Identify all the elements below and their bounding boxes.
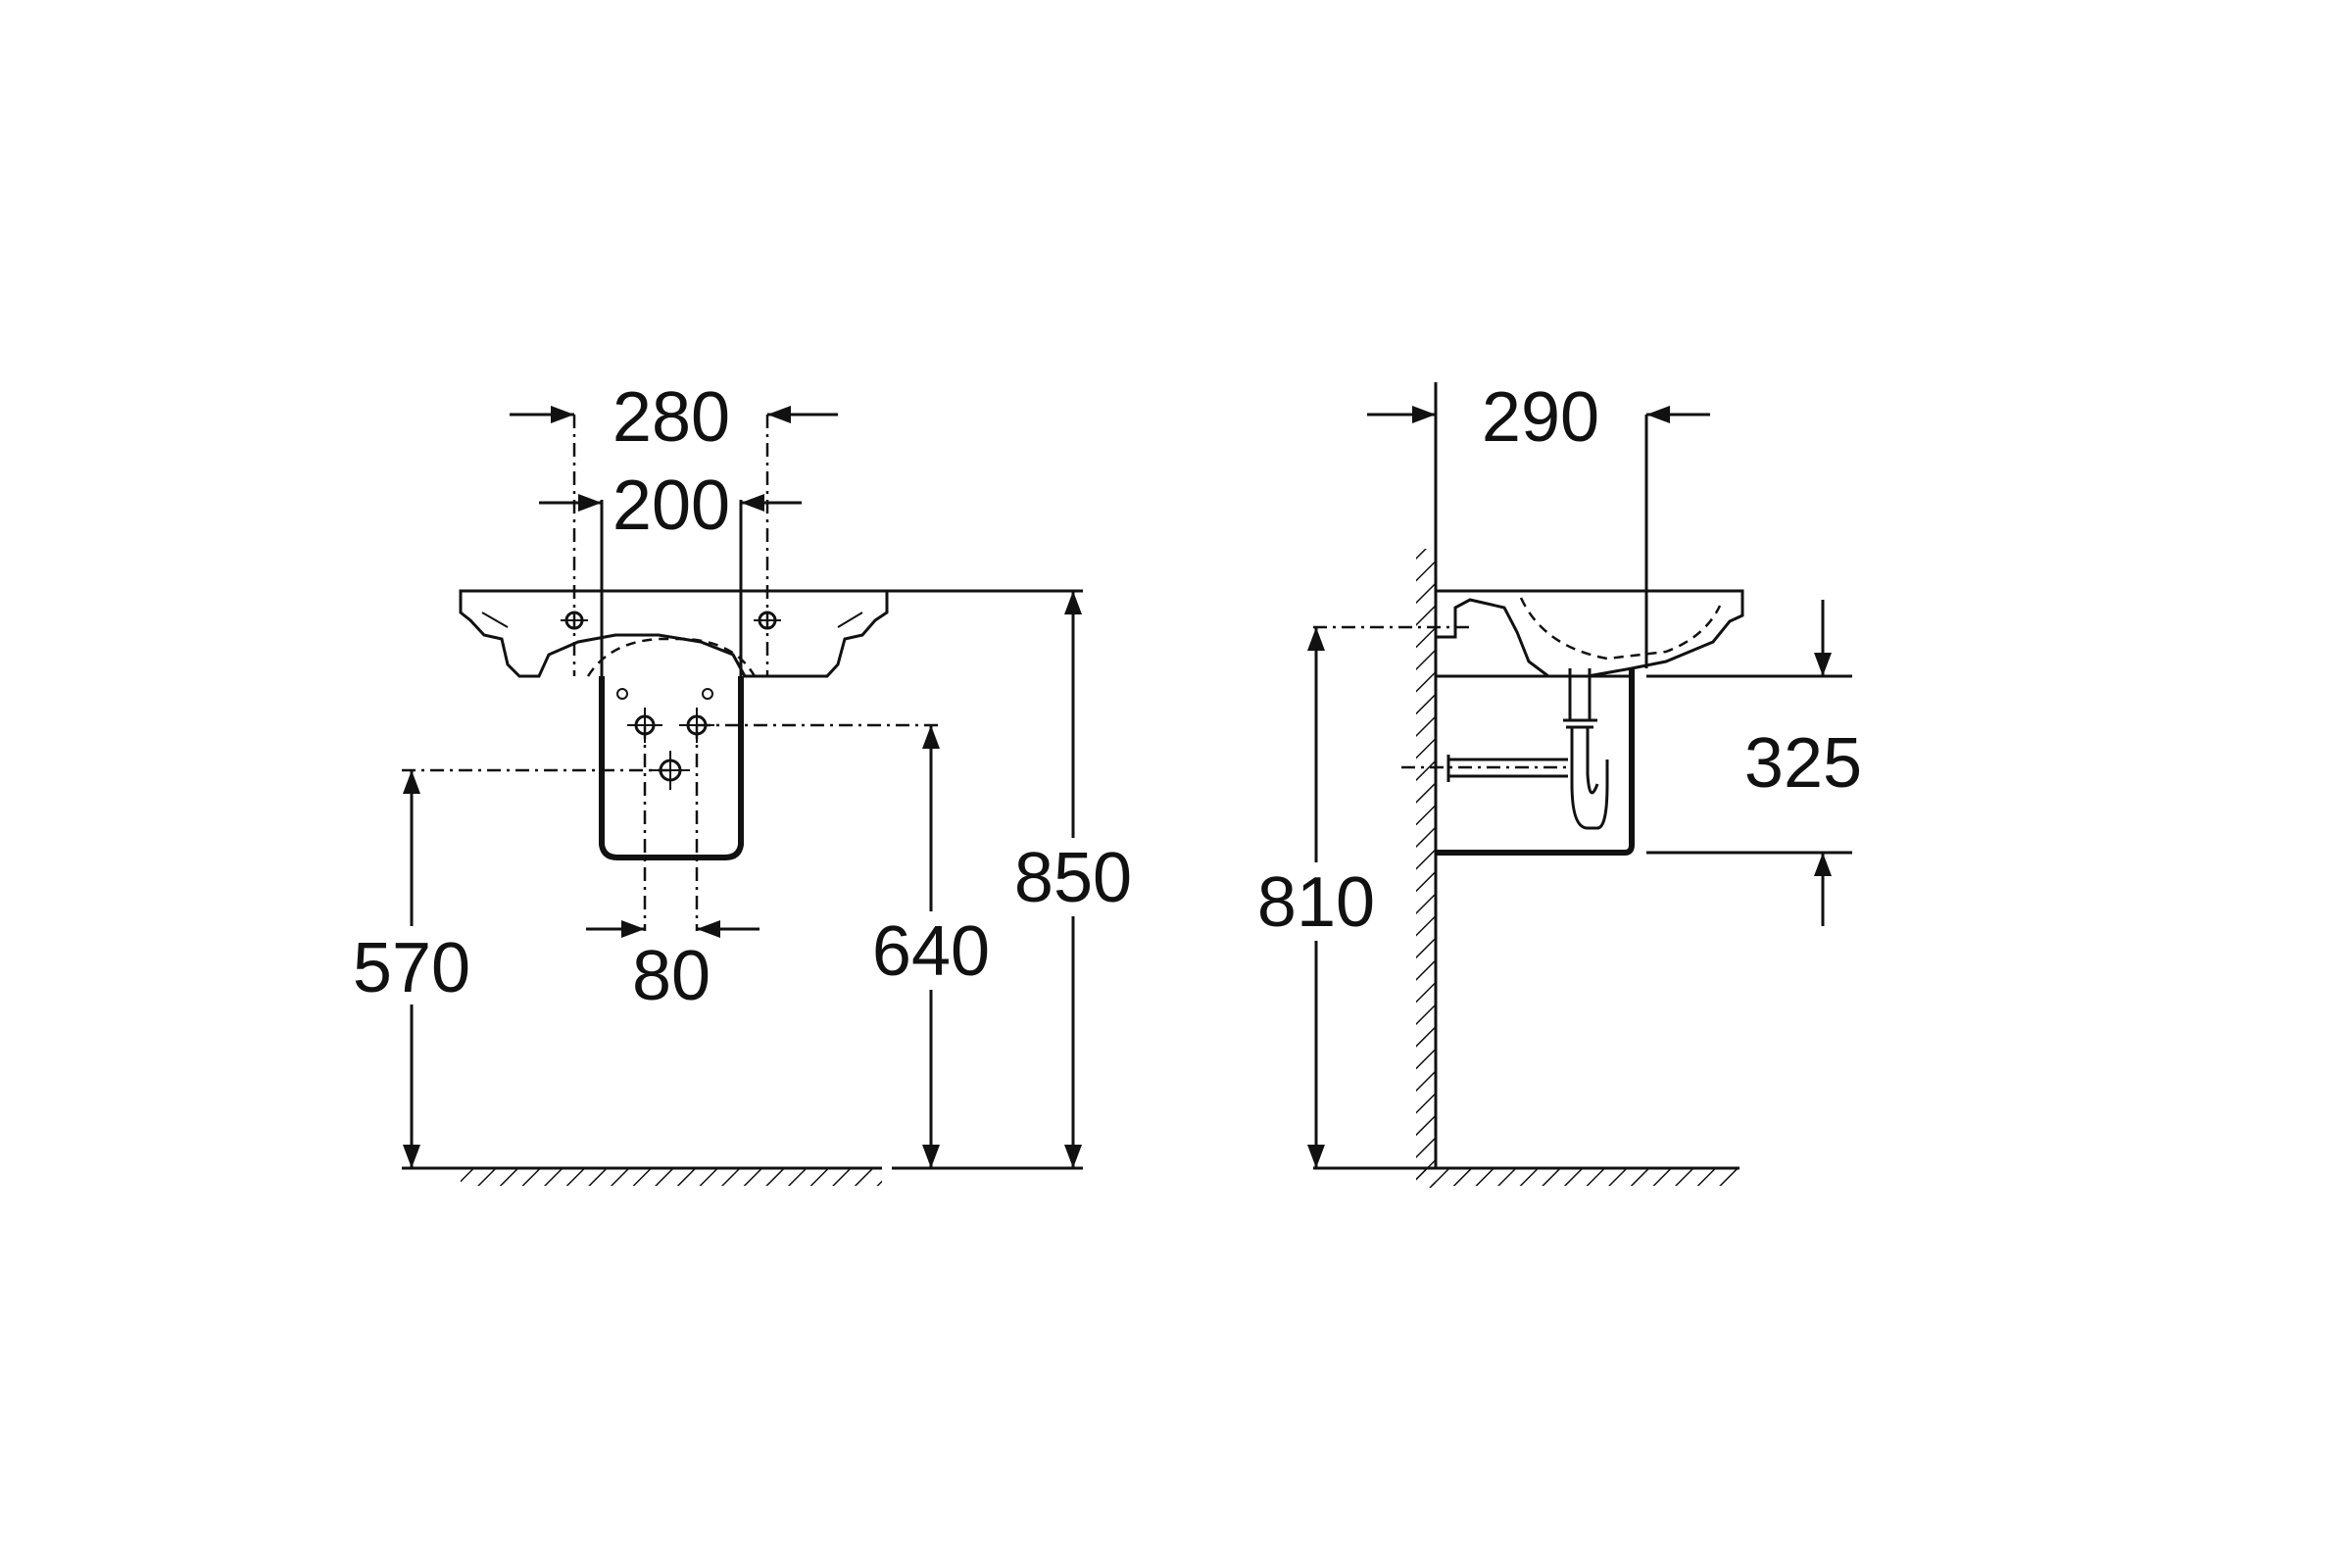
hidden-bowl-line [1519, 597, 1722, 661]
trap-pipe [1563, 668, 1609, 830]
dimension-80: 80 [586, 920, 760, 1015]
dimension-640: 640 [862, 725, 1000, 1168]
waste-pipe [1446, 745, 1574, 789]
dimension-570: 570 [343, 770, 480, 1168]
dimension-325: 325 [1744, 600, 1862, 926]
floor-hatch-front [461, 1168, 882, 1186]
dim-810-label: 810 [1257, 863, 1375, 942]
dim-570-label: 570 [353, 929, 470, 1007]
dimension-200: 200 [539, 466, 802, 545]
dim-640-label: 640 [872, 912, 990, 991]
side-view: 290 325 810 [1248, 378, 1862, 1188]
fixing-hole-icon [702, 688, 713, 700]
basin-front-outline [459, 589, 889, 678]
dim-280-label: 280 [612, 378, 730, 457]
basin-rim-detail [481, 612, 863, 628]
floor-hatch-side [1416, 1168, 1740, 1186]
dim-290-label: 290 [1482, 378, 1599, 457]
dim-200-label: 200 [612, 466, 730, 545]
fixing-hole-icon [616, 688, 628, 700]
dimension-850: 850 [1004, 591, 1142, 1168]
wall-hatch [1416, 549, 1436, 1188]
dimension-280: 280 [510, 378, 838, 457]
dim-80-label: 80 [632, 937, 710, 1015]
semi-pedestal-front [599, 676, 744, 860]
hidden-bowl-line [586, 637, 757, 677]
dimension-810: 810 [1248, 627, 1385, 1168]
dim-850-label: 850 [1014, 839, 1132, 917]
semi-pedestal-side [1436, 668, 1635, 856]
dim-325-label: 325 [1744, 724, 1862, 803]
dimension-290: 290 [1367, 378, 1710, 457]
front-view: 280 200 80 570 [343, 378, 1142, 1186]
